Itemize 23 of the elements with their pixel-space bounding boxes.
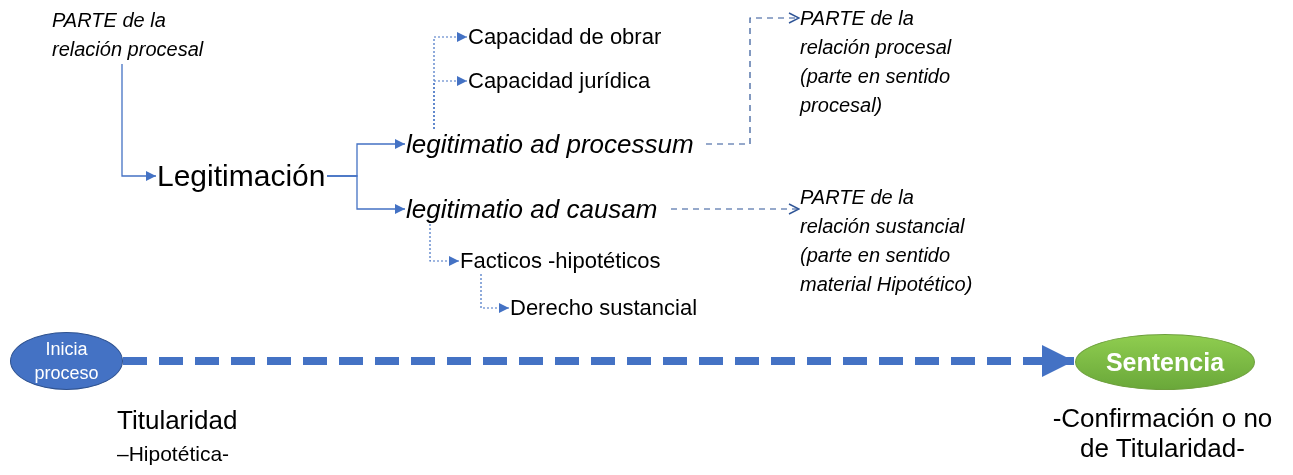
label-text: Capacidad jurídica — [468, 68, 651, 94]
arrow — [121, 63, 157, 181]
label-text: PARTE de la relación procesal (parte en sentido procesal) — [800, 4, 978, 120]
label-text: PARTE de la relación sustancial (parte en sentido material Hipotético) — [800, 183, 986, 299]
node-label: Inicia proceso — [33, 338, 100, 385]
caption-text: -Confirmación o no de Titularidad- — [1051, 404, 1274, 464]
label-text: PARTE de la relación procesal — [52, 6, 224, 64]
node-label: Sentencia — [1105, 347, 1225, 377]
label-text: legitimatio ad processum — [406, 129, 694, 159]
caption-text: Titularidad — [117, 406, 238, 436]
arrow — [326, 175, 406, 214]
arrow — [480, 273, 510, 313]
arrow — [123, 345, 1074, 377]
label-text: Facticos -hipotéticos — [460, 248, 661, 274]
arrow — [433, 76, 468, 130]
label-text: Legitimación — [157, 158, 326, 194]
label-text: legitimatio ad causam — [406, 194, 658, 224]
arrow — [670, 203, 800, 215]
caption-text: –Hipotética- — [117, 442, 230, 467]
arrow — [429, 223, 460, 266]
label-text: Derecho sustancial — [510, 295, 698, 321]
label-text: Capacidad de obrar — [468, 24, 662, 50]
arrow — [705, 12, 800, 145]
